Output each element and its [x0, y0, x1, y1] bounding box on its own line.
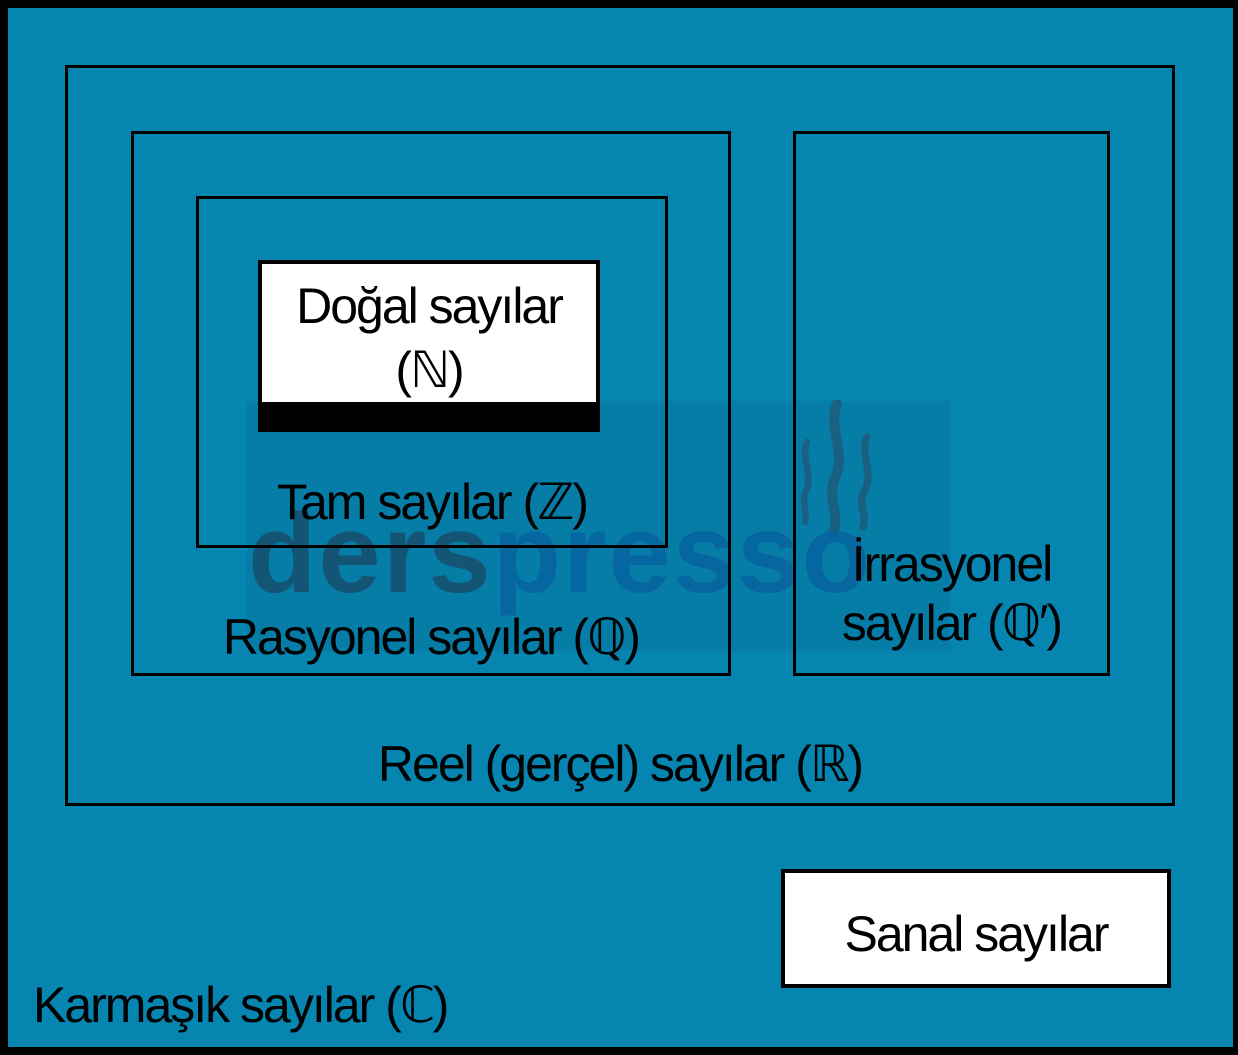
sanal-label: Sanal sayılar — [844, 905, 1109, 962]
irrasyonel-label-line2: sayılar (ℚ′) — [841, 595, 1063, 651]
tam-set-box — [196, 196, 668, 548]
reel-label: Reel (gerçel) sayılar (ℝ) — [377, 736, 864, 792]
dogal-label: Doğal sayılar (ℕ) — [262, 264, 596, 402]
karmasik-label: Karmaşık sayılar (ℂ) — [33, 977, 449, 1033]
sanal-set-box: Sanal sayılar — [781, 869, 1171, 988]
watermark-presso-text: presso — [492, 491, 872, 616]
watermark-ders-text: ders — [248, 491, 493, 616]
watermark-derspresso: derspresso — [248, 498, 872, 610]
steam-icon — [800, 400, 872, 536]
tam-label: Tam sayılar (ℤ) — [276, 474, 589, 530]
dogal-set-box: Doğal sayılar (ℕ) — [258, 260, 600, 432]
rasyonel-set-box — [131, 131, 731, 676]
irrasyonel-label-line1: İrrasyonel — [851, 536, 1054, 592]
dogal-label-line1: Doğal sayılar — [296, 278, 564, 334]
dogal-label-symbol: (ℕ) — [395, 342, 464, 398]
dogal-box-bottom-bar — [262, 402, 596, 428]
reel-set-box — [65, 65, 1175, 806]
rasyonel-label: Rasyonel sayılar (ℚ) — [222, 609, 641, 665]
irrasyonel-label: İrrasyonel sayılar (ℚ′) — [793, 535, 1110, 653]
irrasyonel-set-box — [793, 131, 1110, 676]
